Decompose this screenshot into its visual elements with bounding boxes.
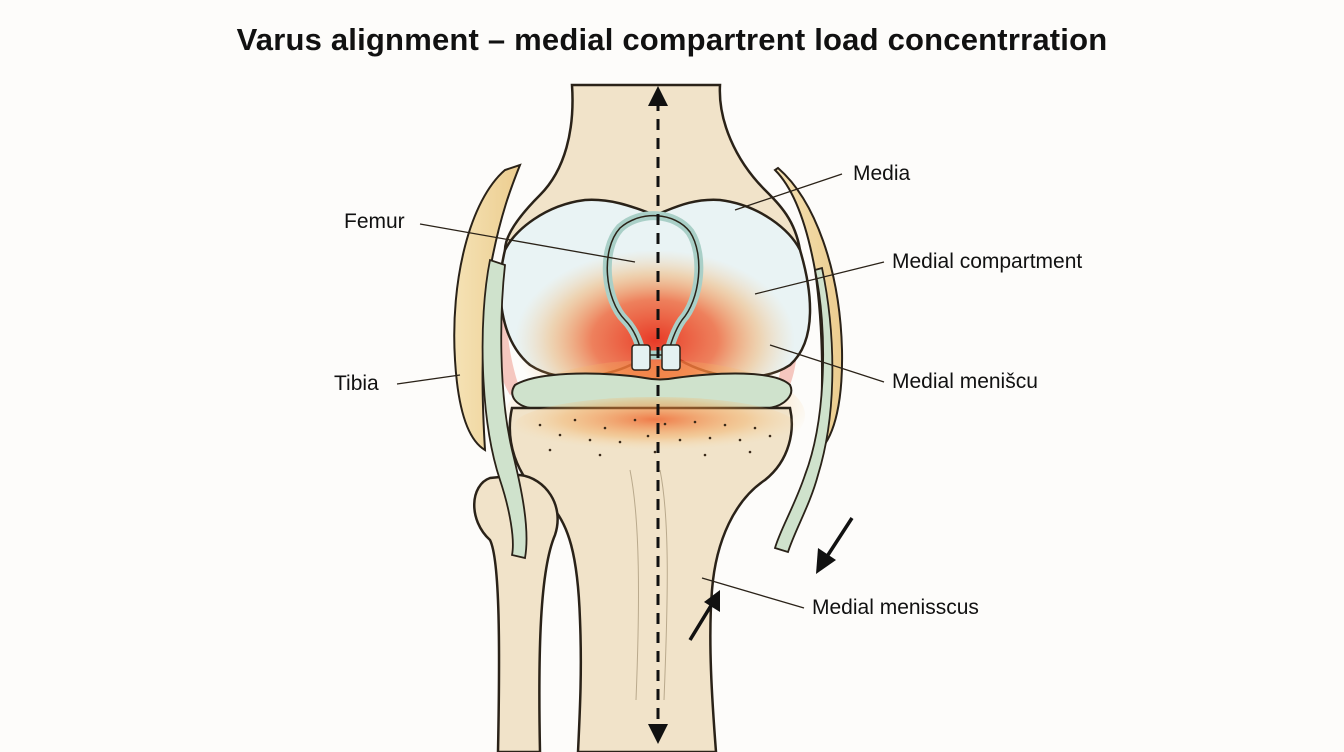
leader-media xyxy=(734,173,843,211)
label-femur: Femur xyxy=(344,210,405,233)
label-medial-menisscus: Medial menisscus xyxy=(812,596,979,619)
leader-femur xyxy=(419,223,636,263)
cruciate-ligament-block xyxy=(631,344,651,371)
fibula-bone xyxy=(473,473,559,752)
label-medial-compartment: Medial compartment xyxy=(892,250,1083,273)
label-media: Media xyxy=(853,162,911,185)
label-tibia: Tibia xyxy=(334,372,379,395)
medial-meniscus-strand xyxy=(773,266,834,554)
tibia-bone xyxy=(508,406,793,752)
diagram-title: Varus alignment – medial compartrent loa… xyxy=(236,22,1108,57)
leader-tibia xyxy=(396,374,461,385)
varus-force-arrow-lower xyxy=(688,590,720,641)
label-medial-meniscu: Medial menišcu xyxy=(892,370,1038,393)
mechanical-axis-arrow xyxy=(648,86,668,744)
bone-stippling xyxy=(538,418,772,457)
lateral-meniscus-strand xyxy=(481,258,528,560)
leader-medial-compartment xyxy=(754,261,885,295)
lateral-collateral-ligament xyxy=(453,163,522,452)
tibia-shaft-lines xyxy=(629,469,668,701)
leader-medial-meniscu xyxy=(769,344,885,383)
varus-force-arrow-upper xyxy=(816,517,854,574)
leader-medial-menisscus xyxy=(701,577,805,609)
